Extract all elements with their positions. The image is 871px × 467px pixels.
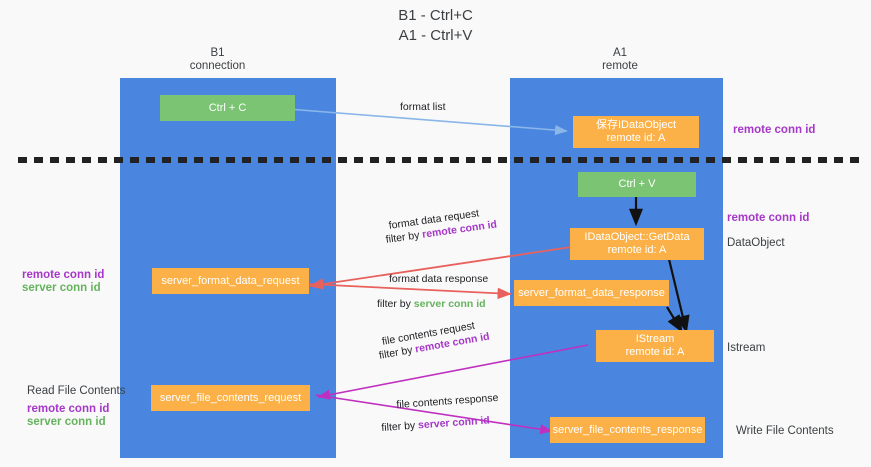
node-server-file-contents-request[interactable]: server_file_contents_request xyxy=(151,385,310,411)
annotation-left-remote-conn-id: remote conn id xyxy=(22,269,105,281)
node-idataobject-getdata[interactable]: IDataObject::GetData remote id: A xyxy=(570,228,704,260)
node-save-idataobject[interactable]: 保存IDataObject remote id: A xyxy=(573,116,699,148)
annotation-right-remote-conn-id-top: remote conn id xyxy=(733,124,816,136)
edge-label-key: server conn id xyxy=(417,414,491,432)
annotation-left-server-conn-id: server conn id xyxy=(22,282,101,294)
edge-label-format-data-response-line1: format data response xyxy=(389,273,489,285)
edge-label-file-contents-response-line2: filter by server conn id xyxy=(381,414,490,435)
annotation-right-write-file-contents: Write File Contents xyxy=(736,425,834,437)
edge-label-format-list: format list xyxy=(400,101,446,113)
column-header-left: B1 connection xyxy=(189,47,246,72)
annotation-right-istream: Istream xyxy=(727,342,766,354)
edge-label-prefix: filter by xyxy=(377,298,414,310)
annotation-right-remote-conn-id-mid: remote conn id xyxy=(727,212,810,224)
node-server-file-contents-response[interactable]: server_file_contents_response xyxy=(550,417,705,443)
edge-label-key: server conn id xyxy=(413,298,486,310)
column-header-right: A1 remote xyxy=(602,47,638,72)
edge-label-format-data-response-line2: filter by server conn id xyxy=(377,298,486,311)
node-server-format-data-request[interactable]: server_format_data_request xyxy=(152,268,309,294)
edge-label-file-contents-response-line1: file contents response xyxy=(396,391,499,411)
annotation-left-read-file-contents: Read File Contents xyxy=(27,385,126,397)
edge-label-prefix: filter by xyxy=(381,419,419,434)
annotation-left-server-conn-id-2: server conn id xyxy=(27,416,106,428)
annotation-left-remote-conn-id-2: remote conn id xyxy=(27,403,110,415)
annotation-right-dataobject: DataObject xyxy=(727,237,785,249)
node-ctrl-c[interactable]: Ctrl + C xyxy=(160,95,295,121)
diagram-title: B1 - Ctrl+C A1 - Ctrl+V xyxy=(398,7,473,44)
node-istream[interactable]: IStream remote id: A xyxy=(596,330,714,362)
node-ctrl-v[interactable]: Ctrl + V xyxy=(578,172,696,197)
node-server-format-data-response[interactable]: server_format_data_response xyxy=(514,280,669,306)
